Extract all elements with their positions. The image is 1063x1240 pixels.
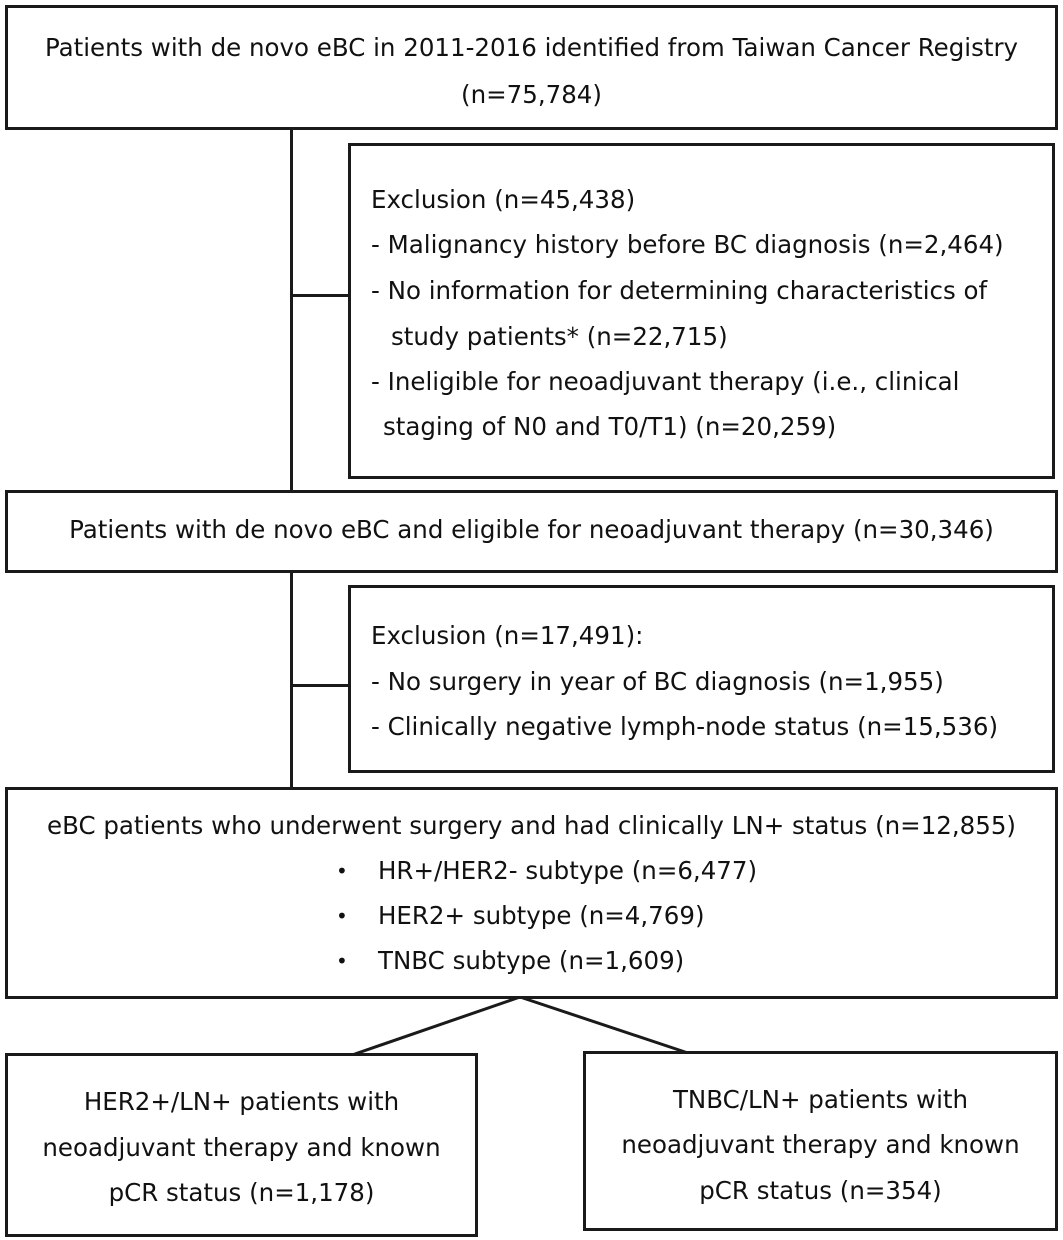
- surgery-title: eBC patients who underwent surgery and h…: [47, 811, 1016, 840]
- subtype-tnbc: TNBC subtype (n=1,609): [378, 946, 685, 975]
- exclusion1-branch-line: [290, 294, 350, 297]
- bullet-icon: •: [336, 949, 348, 973]
- subtype-hr: HR+/HER2- subtype (n=6,477): [378, 856, 758, 885]
- exclusion1-item-no-info: - No information for determining charact…: [371, 276, 988, 305]
- bullet-icon: •: [336, 859, 348, 883]
- eligible-box: [5, 490, 1058, 573]
- cohort-title: Patients with de novo eBC in 2011-2016 i…: [44, 33, 1019, 62]
- subtype-her2: HER2+ subtype (n=4,769): [378, 901, 705, 930]
- exclusion2-branch-line: [290, 684, 350, 687]
- split-line-left: [351, 995, 521, 1057]
- her2-line3: pCR status (n=1,178): [108, 1178, 375, 1207]
- cohort-box: [5, 5, 1058, 130]
- her2-line1: HER2+/LN+ patients with: [83, 1087, 400, 1116]
- exclusion2-title: Exclusion (n=17,491):: [371, 621, 644, 650]
- exclusion2-item-no-surgery: - No surgery in year of BC diagnosis (n=…: [371, 667, 944, 696]
- exclusion1-item-no-info-cont: study patients* (n=22,715): [391, 322, 728, 351]
- surgery-box: [5, 787, 1058, 999]
- main-flow-line-upper: [290, 128, 293, 492]
- exclusion1-item-ineligible-cont: staging of N0 and T0/T1) (n=20,259): [383, 412, 837, 441]
- cohort-count: (n=75,784): [461, 80, 602, 109]
- tnbc-line2: neoadjuvant therapy and known: [621, 1130, 1020, 1159]
- exclusion1-item-ineligible: - Ineligible for neoadjuvant therapy (i.…: [371, 367, 960, 396]
- main-flow-line-lower: [290, 571, 293, 789]
- eligible-text: Patients with de novo eBC and eligible f…: [69, 515, 994, 544]
- bullet-icon: •: [336, 904, 348, 928]
- exclusion2-box: [348, 585, 1055, 773]
- exclusion1-item-malignancy: - Malignancy history before BC diagnosis…: [371, 230, 1004, 259]
- exclusion2-item-ln-negative: - Clinically negative lymph-node status …: [371, 712, 998, 741]
- exclusion1-title: Exclusion (n=45,438): [371, 185, 636, 214]
- exclusion1-box: [348, 143, 1055, 479]
- tnbc-box: [583, 1051, 1058, 1231]
- her2-box: [5, 1053, 478, 1237]
- her2-line2: neoadjuvant therapy and known: [42, 1133, 441, 1162]
- tnbc-line1: TNBC/LN+ patients with: [672, 1085, 969, 1114]
- split-line-right: [519, 995, 689, 1055]
- tnbc-line3: pCR status (n=354): [699, 1176, 942, 1205]
